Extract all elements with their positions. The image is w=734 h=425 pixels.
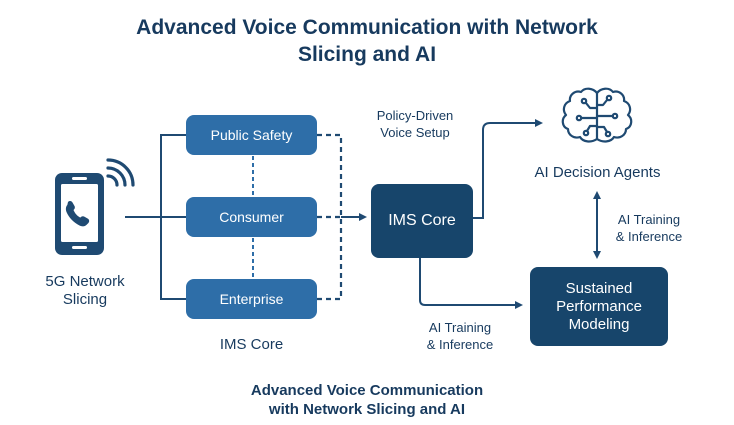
ai-agents-label: AI Decision Agents [534,164,661,181]
slice-enterprise[interactable]: Enterprise [186,279,317,319]
policy-label-line-1: Policy-Driven [376,108,454,123]
performance-line-3: Modeling [568,315,630,333]
slices-group-label: IMS Core [219,336,284,353]
device-label: 5G Network Slicing [35,273,135,309]
policy-label-line-2: Voice Setup [380,125,450,140]
diagram-caption: Advanced Voice Communication with Networ… [0,381,734,419]
performance-modeling-box[interactable]: Sustained Performance Modeling [530,267,668,346]
training-right-line-1: AI Training [617,212,681,227]
slice-consumer[interactable]: Consumer [186,197,317,237]
slice-label: Enterprise [219,291,284,307]
performance-line-2: Performance [556,297,642,315]
arrow-core-to-performance [419,258,523,309]
training-label-bottom: AI Training & Inference [410,319,510,353]
slice-label: Consumer [219,209,284,225]
diagram-title: Advanced Voice Communication with Networ… [0,14,734,68]
ims-core-label: IMS Core [388,212,456,229]
smartphone-call-icon [55,173,104,255]
title-line-1: Advanced Voice Communication with Networ… [136,16,598,39]
brain-circuit-icon [561,87,633,143]
device-label-line-2: Slicing [62,291,108,308]
arrow-policy-to-ai-agents [473,119,543,219]
policy-label: Policy-Driven Voice Setup [360,107,470,141]
slice-label: Public Safety [210,127,293,143]
training-bottom-line-2: & Inference [426,337,494,352]
wireless-signal-icon [106,158,135,187]
performance-line-1: Sustained [565,279,633,297]
title-line-2: Slicing and AI [297,43,437,66]
training-right-line-2: & Inference [615,229,683,244]
device-label-line-1: 5G Network [45,273,125,290]
caption-line-2: with Network Slicing and AI [268,401,466,418]
slice-public-safety[interactable]: Public Safety [186,115,317,155]
phone-slice-connectors [125,134,186,300]
training-label-right: AI Training & Inference [604,211,694,245]
caption-line-1: Advanced Voice Communication [250,382,484,399]
training-bottom-line-1: AI Training [428,320,492,335]
ims-core-box[interactable]: IMS Core [371,184,473,258]
slice-to-core-dashed [317,133,343,301]
